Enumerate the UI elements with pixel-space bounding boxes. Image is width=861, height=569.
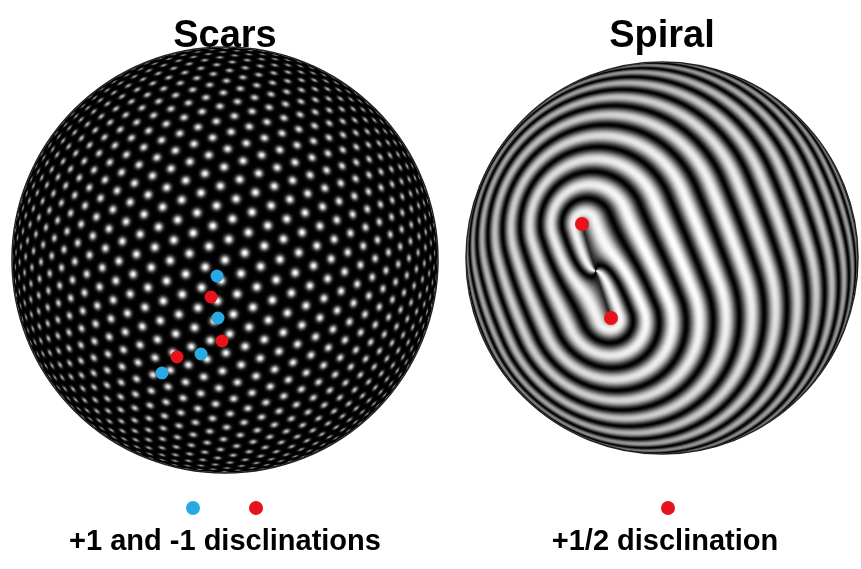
minus-one-disclinations — [156, 270, 225, 380]
legend-text: +1/2 disclination — [552, 525, 778, 557]
lattice-sphere — [10, 45, 440, 475]
legend-swatch — [661, 501, 675, 515]
legend-swatch — [186, 501, 200, 515]
panel-title: Spiral — [609, 14, 715, 56]
plus-one-disclinations — [171, 291, 229, 364]
legend-sample-dot — [249, 501, 263, 515]
stripe-sphere — [464, 60, 860, 456]
half-disclinations — [575, 217, 618, 325]
panel-title: Scars — [173, 14, 277, 56]
legend-text: +1 and -1 disclinations — [69, 525, 381, 557]
